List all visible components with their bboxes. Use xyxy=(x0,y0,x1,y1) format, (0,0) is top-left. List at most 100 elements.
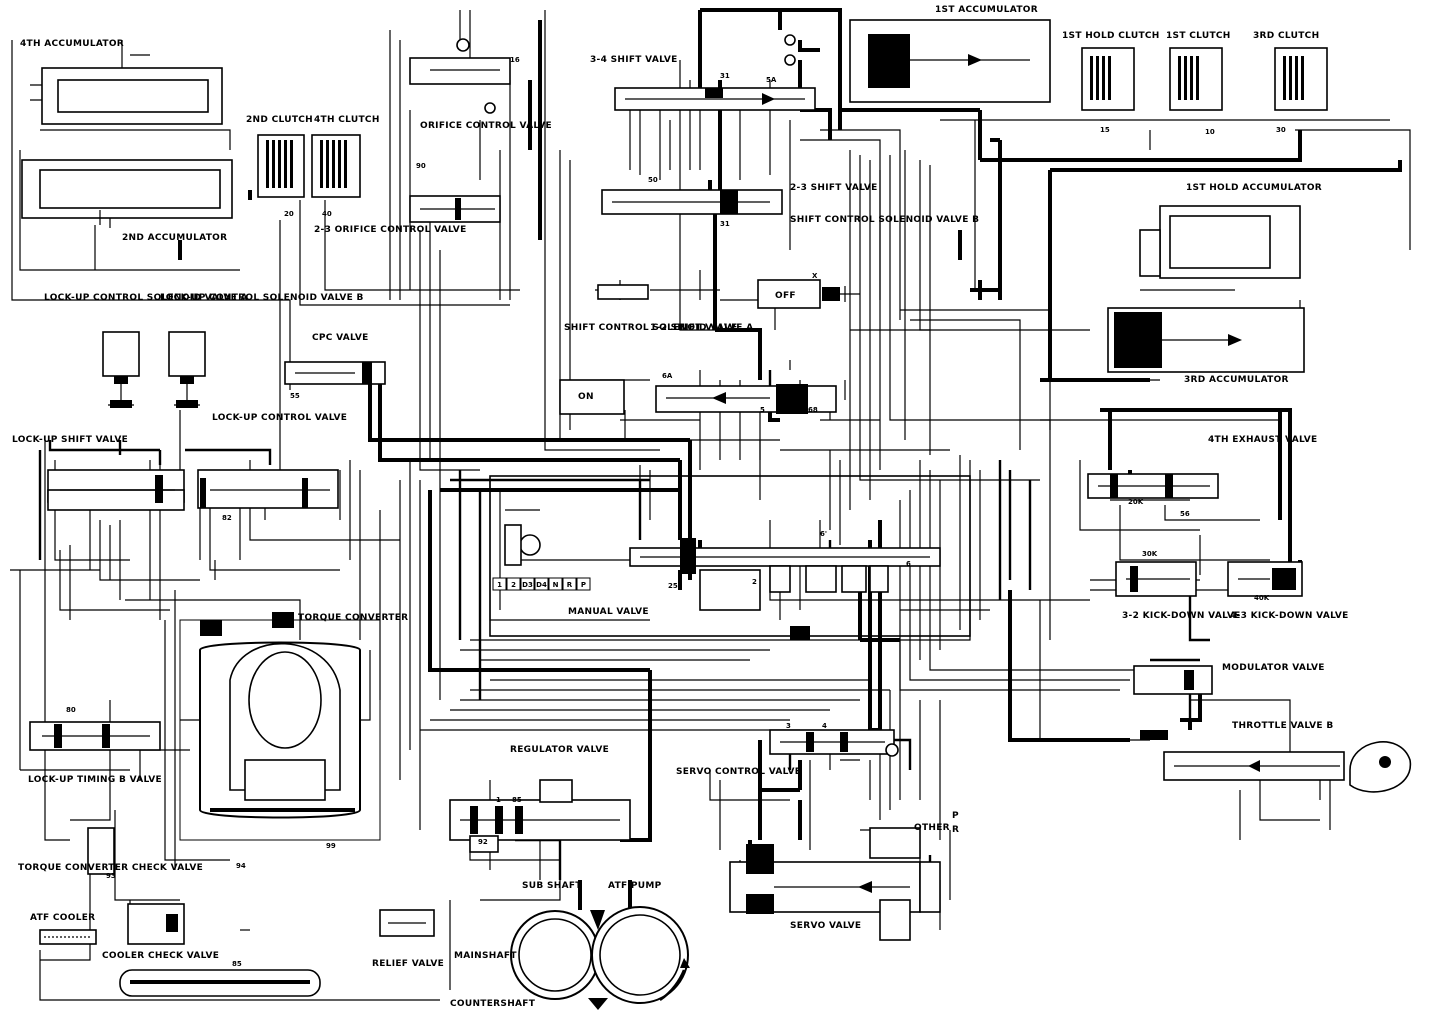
port-6: 6 xyxy=(906,560,911,568)
port-93: 93 xyxy=(106,872,116,880)
label-lock-up-solenoid-a: LOCK-UP CONTROL SOLENOID VALVE A xyxy=(44,293,248,303)
port-50: 50 xyxy=(648,176,658,184)
label-2-3-orifice-control-valve: 2-3 ORIFICE CONTROL VALVE xyxy=(314,225,467,235)
port-82: 82 xyxy=(222,514,232,522)
throttle-valve-b xyxy=(1140,730,1411,793)
port-numbers: 16 31 31 30 20 40 90 55 15 10 20K 25 3 4… xyxy=(66,56,1286,968)
gear-tile-label: R xyxy=(567,581,573,589)
port-80: 80 xyxy=(66,706,76,714)
port-5: 5 xyxy=(760,406,765,414)
port-20k: 20K xyxy=(1128,498,1144,506)
label-cpc-valve: CPC VALVE xyxy=(312,333,369,343)
port-16: 16 xyxy=(510,56,520,64)
label-r: R xyxy=(952,825,959,835)
1st-accumulator xyxy=(849,19,1051,103)
port-25: 25 xyxy=(668,582,678,590)
port-30: 30 xyxy=(1276,126,1286,134)
port-1: 1 xyxy=(496,796,501,804)
gear-tile-label: D4 xyxy=(536,581,547,589)
orifice-control-valve xyxy=(409,38,511,114)
port-15: 15 xyxy=(1100,126,1110,134)
label-servo-control-valve: SERVO CONTROL VALVE xyxy=(676,767,801,777)
label-regulator-valve: REGULATOR VALVE xyxy=(510,745,609,755)
4th-accumulator xyxy=(30,40,223,125)
2nd-clutch xyxy=(257,134,305,198)
4th-clutch xyxy=(311,134,361,198)
port-40k: 40K xyxy=(1254,594,1270,602)
manual-valve xyxy=(489,475,971,640)
port-6-prime: 6' xyxy=(820,530,827,538)
cpc-valve xyxy=(284,361,386,385)
label-atf-pump: ATF PUMP xyxy=(608,881,662,891)
label-3rd-clutch: 3RD CLUTCH xyxy=(1253,31,1319,41)
label-p: P xyxy=(952,811,959,821)
port-6a: 6A xyxy=(662,372,673,380)
modulator-valve xyxy=(1133,665,1213,695)
port-3: 3 xyxy=(786,722,791,730)
port-5a: 5A xyxy=(766,76,777,84)
label-2nd-clutch: 2ND CLUTCH xyxy=(246,115,313,125)
label-shift-control-solenoid-a: SHIFT CONTROL SOLENOID VALVE A xyxy=(564,323,753,333)
4-3-kick-down-valve xyxy=(1227,561,1303,597)
lock-up-timing-b-valve xyxy=(29,721,161,751)
gear-tile-box xyxy=(562,577,577,591)
gear-tile-box xyxy=(506,577,521,591)
atf-pump xyxy=(510,906,690,1010)
3rd-accumulator xyxy=(1107,307,1305,373)
label-4-3-kick-down-valve: 4-3 KICK-DOWN VALVE xyxy=(1230,611,1349,621)
port-4-prime: 4' xyxy=(840,736,847,744)
port-40: 40 xyxy=(322,210,332,218)
gear-tile-label: 1 xyxy=(497,581,502,589)
mainshaft-tube xyxy=(119,969,321,997)
1-2-shift-valve xyxy=(655,384,837,414)
lock-up-solenoid-a xyxy=(102,331,140,408)
port-91: 99 xyxy=(326,842,336,850)
label-modulator-valve: MODULATOR VALVE xyxy=(1222,663,1325,673)
3-2-kick-down-valve xyxy=(1115,561,1197,597)
label-2-3-shift-valve: 2-3 SHIFT VALVE xyxy=(790,183,878,193)
gear-tile-box xyxy=(520,577,535,591)
gear-tile-box xyxy=(548,577,563,591)
port-10: 10 xyxy=(1205,128,1215,136)
port-x: X xyxy=(812,272,818,280)
label-4th-clutch: 4TH CLUTCH xyxy=(314,115,380,125)
label-atf-cooler: ATF COOLER xyxy=(30,913,95,923)
label-3-2-kick-down-valve: 3-2 KICK-DOWN VALVE xyxy=(1122,611,1241,621)
label-lock-up-shift-valve: LOCK-UP SHIFT VALVE xyxy=(12,435,128,445)
gear-tile-box xyxy=(576,577,591,591)
label-torque-converter: TORQUE CONVERTER xyxy=(298,613,408,623)
1st-hold-accumulator xyxy=(1139,205,1301,279)
servo-control-valve xyxy=(769,729,899,757)
label-4th-exhaust-valve: 4TH EXHAUST VALVE xyxy=(1208,435,1317,445)
regulator-valve xyxy=(449,779,631,853)
3rd-clutch xyxy=(1274,47,1328,111)
port-85: 85 xyxy=(512,796,522,804)
port-56: 56 xyxy=(1180,510,1190,518)
port-31-mid: 31 xyxy=(720,220,730,228)
label-1st-accumulator: 1ST ACCUMULATOR xyxy=(935,5,1038,15)
lock-up-control-valve xyxy=(197,469,339,509)
label-throttle-valve-b: THROTTLE VALVE B xyxy=(1232,721,1333,731)
torque-converter xyxy=(179,612,381,841)
torque-converter-check-valve xyxy=(87,827,115,875)
label-1-2-shift-valve: 1-2 SHIFT VALVE xyxy=(650,323,738,333)
label-manual-valve: MANUAL VALVE xyxy=(568,607,649,617)
label-sub-shaft: SUB SHAFT xyxy=(522,881,582,891)
lock-up-shift-valve xyxy=(47,469,185,511)
port-95: 85 xyxy=(232,960,242,968)
3-4-shift-valve xyxy=(614,34,816,111)
port-4: 4 xyxy=(822,722,827,730)
port-94: 94 xyxy=(236,862,246,870)
label-3-4-shift-valve: 3-4 SHIFT VALVE xyxy=(590,55,678,65)
label-relief-valve: RELIEF VALVE xyxy=(372,959,444,969)
port-31-top: 31 xyxy=(720,72,730,80)
label-servo-valve: SERVO VALVE xyxy=(790,921,861,931)
port-68: 68 xyxy=(808,406,818,414)
label-other: OTHER xyxy=(914,823,950,833)
port-20: 20 xyxy=(284,210,294,218)
1st-clutch xyxy=(1169,47,1223,111)
label-lock-up-control-valve: LOCK-UP CONTROL VALVE xyxy=(212,413,347,423)
label-countershaft: COUNTERSHAFT xyxy=(450,999,536,1009)
